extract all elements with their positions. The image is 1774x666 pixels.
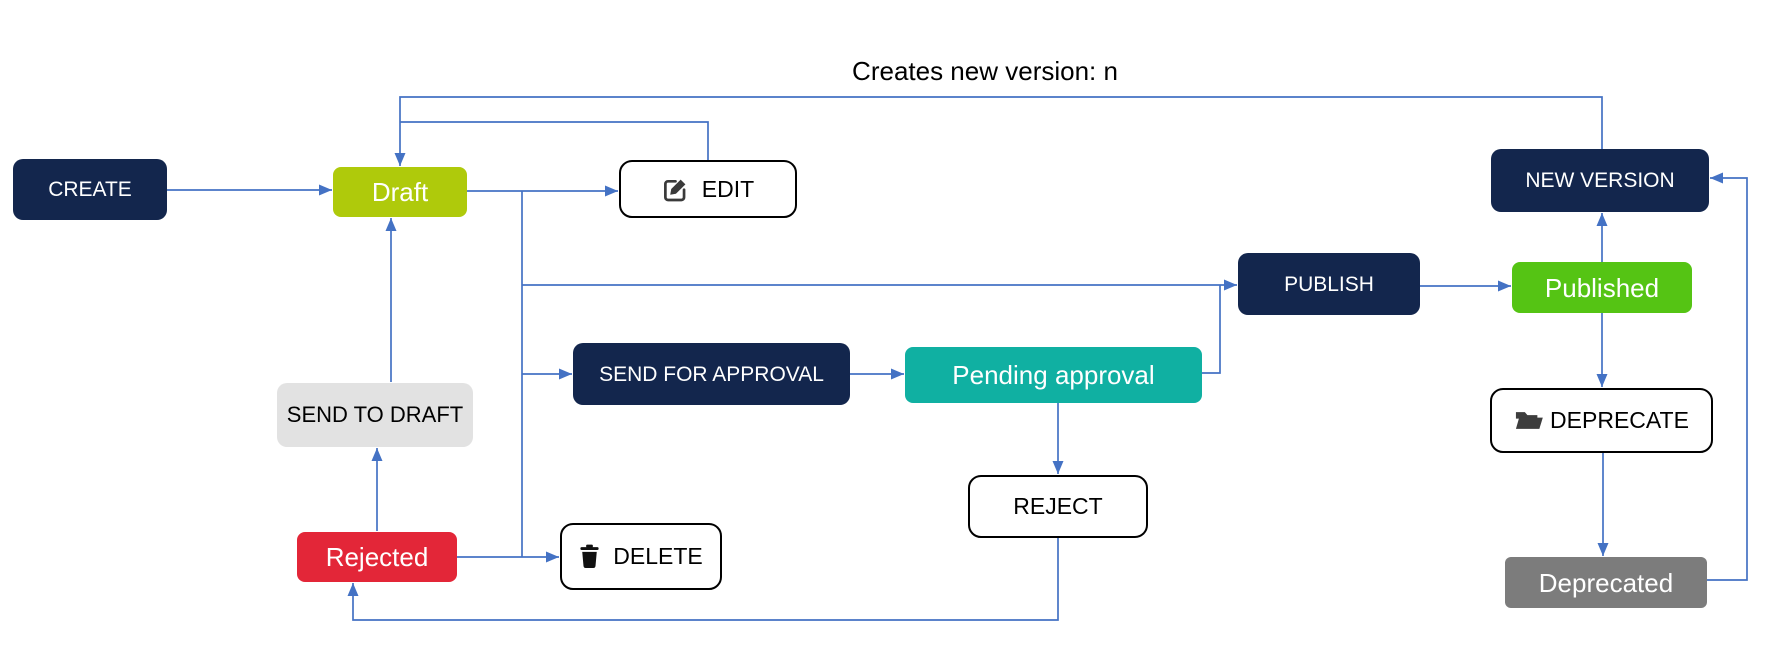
node-deprecate[interactable]: DEPRECATE (1490, 388, 1713, 453)
delete-label: DELETE (613, 543, 703, 569)
creates-new-version-label: Creates new version: n (852, 56, 1118, 86)
node-publish[interactable]: PUBLISH (1238, 253, 1420, 315)
open-folder-icon (1514, 409, 1544, 432)
node-published[interactable]: Published (1512, 262, 1692, 313)
node-edit[interactable]: EDIT (619, 160, 797, 218)
edge-newversion-draft (394, 96, 1603, 166)
edge-deprecated-newversion (1707, 172, 1748, 581)
node-create[interactable]: CREATE (13, 159, 167, 220)
node-deprecated[interactable]: Deprecated (1505, 557, 1707, 608)
edge-reject-rejected (347, 538, 1059, 621)
edit-label: EDIT (701, 175, 755, 202)
edge-pending-publish (1202, 285, 1221, 374)
node-send-for-approval[interactable]: SEND FOR APPROVAL (573, 343, 850, 405)
edit-icon (662, 176, 689, 203)
node-pending-approval[interactable]: Pending approval (905, 347, 1202, 403)
node-rejected[interactable]: Rejected (297, 532, 457, 582)
deprecate-label: DEPRECATE (1550, 407, 1689, 433)
node-new-version[interactable]: NEW VERSION (1491, 149, 1709, 212)
trash-icon (579, 544, 600, 569)
node-reject[interactable]: REJECT (968, 475, 1148, 538)
node-draft[interactable]: Draft (333, 167, 467, 217)
node-send-to-draft[interactable]: SEND TO DRAFT (277, 383, 473, 447)
edge-edit-draft (400, 121, 709, 160)
node-delete[interactable]: DELETE (560, 523, 722, 590)
